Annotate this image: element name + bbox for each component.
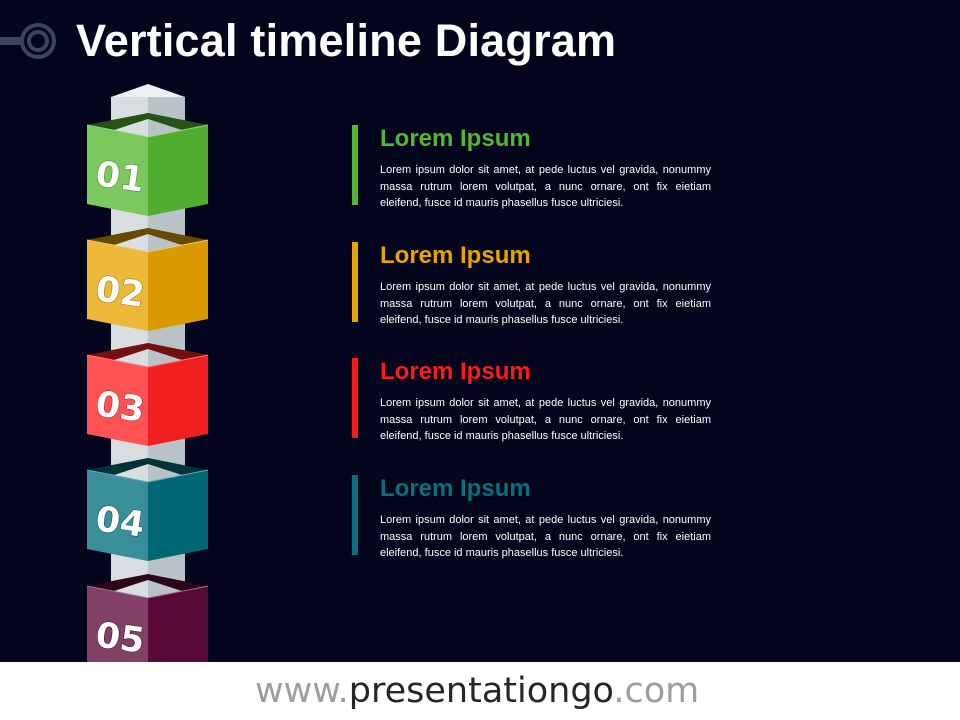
timeline-pillar: 01 02 03 04 05 — [86, 84, 209, 697]
step-cube-05: 05 — [86, 574, 209, 677]
item-heading: Lorem Ipsum — [380, 125, 531, 152]
url-prefix: www. — [255, 671, 349, 711]
accent-bar — [352, 242, 358, 322]
item-heading: Lorem Ipsum — [380, 242, 531, 269]
step-number-label: 01 — [93, 154, 147, 200]
step-number-label: 05 — [93, 615, 147, 661]
item-description: Lorem ipsum dolor sit amet, at pede luct… — [380, 164, 711, 209]
url-suffix: .com — [613, 671, 700, 711]
item-description: Lorem ipsum dolor sit amet, at pede luct… — [380, 281, 711, 326]
item-description: Lorem ipsum dolor sit amet, at pede luct… — [380, 397, 711, 442]
page-title: Vertical timeline Diagram — [76, 15, 617, 66]
url-brand: presentationgo — [348, 671, 614, 711]
step-cube-03: 03 — [86, 343, 209, 446]
step-cube-02: 02 — [86, 228, 209, 331]
step-number-label: 02 — [93, 269, 147, 315]
item-heading: Lorem Ipsum — [380, 475, 531, 502]
accent-bar — [352, 475, 358, 555]
ring-logo-icon — [0, 23, 56, 59]
step-cube-01: 01 — [86, 113, 209, 216]
step-number-label: 03 — [93, 384, 147, 430]
accent-bar — [352, 358, 358, 438]
step-cube-04: 04 — [86, 458, 209, 561]
footer-url[interactable]: www.presentationgo.com — [255, 667, 699, 715]
step-number-label: 04 — [93, 499, 147, 545]
footer: www.presentationgo.com — [0, 662, 960, 720]
item-description: Lorem ipsum dolor sit amet, at pede luct… — [380, 514, 711, 559]
accent-bar — [352, 125, 358, 205]
item-heading: Lorem Ipsum — [380, 358, 531, 385]
